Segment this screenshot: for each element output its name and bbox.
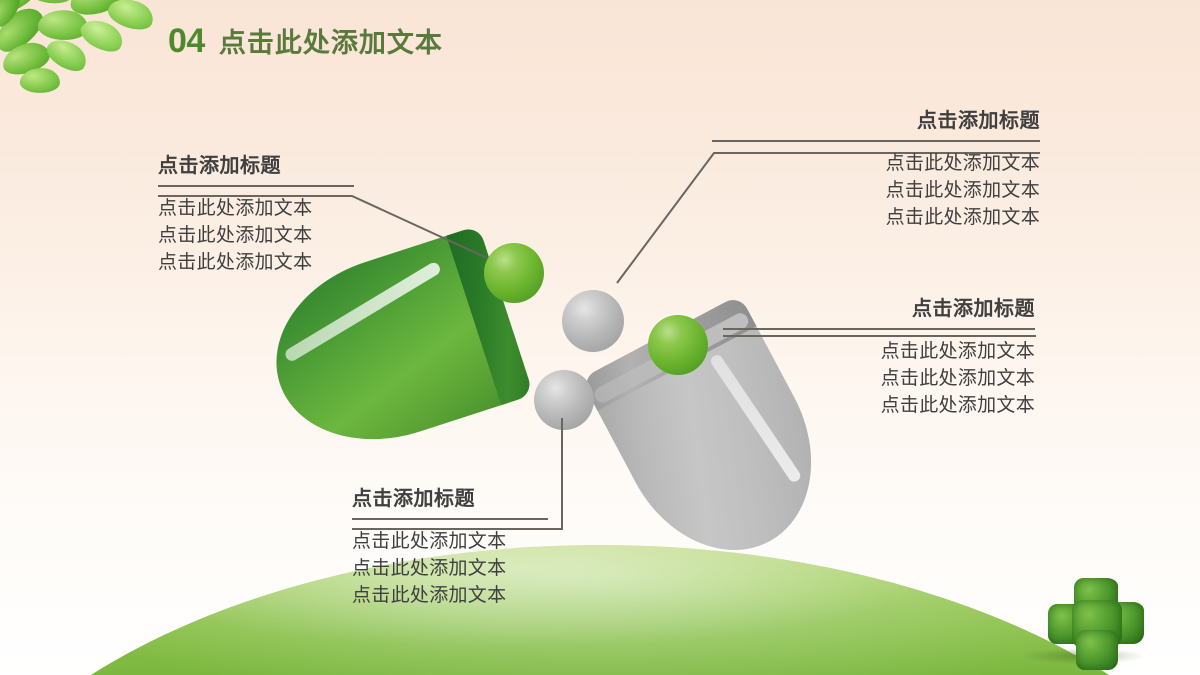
green-sphere-right — [648, 315, 708, 375]
callout-top-left[interactable]: 点击添加标题 点击此处添加文本 点击此处添加文本 点击此处添加文本 — [158, 155, 354, 277]
callout-bottom-left[interactable]: 点击添加标题 点击此处添加文本 点击此处添加文本 点击此处添加文本 — [352, 488, 548, 610]
callout-top-right[interactable]: 点击添加标题 点击此处添加文本 点击此处添加文本 点击此处添加文本 — [712, 110, 1040, 232]
page-title: 04 点击此处添加文本 — [168, 24, 443, 58]
callout-line: 点击此处添加文本 — [885, 153, 1040, 174]
callout-line: 点击此处添加文本 — [880, 394, 1035, 416]
grass-hill — [0, 545, 1200, 675]
callout-rule — [158, 185, 354, 187]
callout-line: 点击此处添加文本 — [158, 198, 313, 219]
callout-rule — [352, 518, 548, 520]
callout-line: 点击此处添加文本 — [880, 341, 1035, 362]
gray-sphere-upper — [562, 290, 624, 352]
callout-line: 点击此处添加文本 — [352, 557, 507, 579]
section-number: 04 — [168, 22, 205, 60]
section-title: 点击此处添加文本 — [218, 28, 443, 58]
leaf-cluster-icon — [0, 0, 194, 114]
callout-heading: 点击添加标题 — [917, 110, 1040, 132]
gray-sphere-lower — [534, 370, 594, 430]
topiary-bush-icon — [1048, 578, 1146, 670]
callout-line: 点击此处添加文本 — [885, 179, 1040, 201]
callout-rule — [723, 328, 1035, 330]
callout-rule — [712, 140, 1040, 142]
callout-line: 点击此处添加文本 — [158, 251, 313, 273]
callout-heading: 点击添加标题 — [912, 298, 1035, 320]
callout-line: 点击此处添加文本 — [158, 224, 313, 246]
callout-line: 点击此处添加文本 — [885, 206, 1040, 228]
callout-heading: 点击添加标题 — [158, 155, 281, 177]
callout-line: 点击此处添加文本 — [352, 584, 507, 606]
green-sphere-upper — [484, 243, 544, 303]
callout-heading: 点击添加标题 — [352, 488, 475, 510]
callout-line: 点击此处添加文本 — [352, 531, 507, 552]
callout-line: 点击此处添加文本 — [880, 367, 1035, 389]
callout-middle-right[interactable]: 点击添加标题 点击此处添加文本 点击此处添加文本 点击此处添加文本 — [723, 298, 1035, 420]
